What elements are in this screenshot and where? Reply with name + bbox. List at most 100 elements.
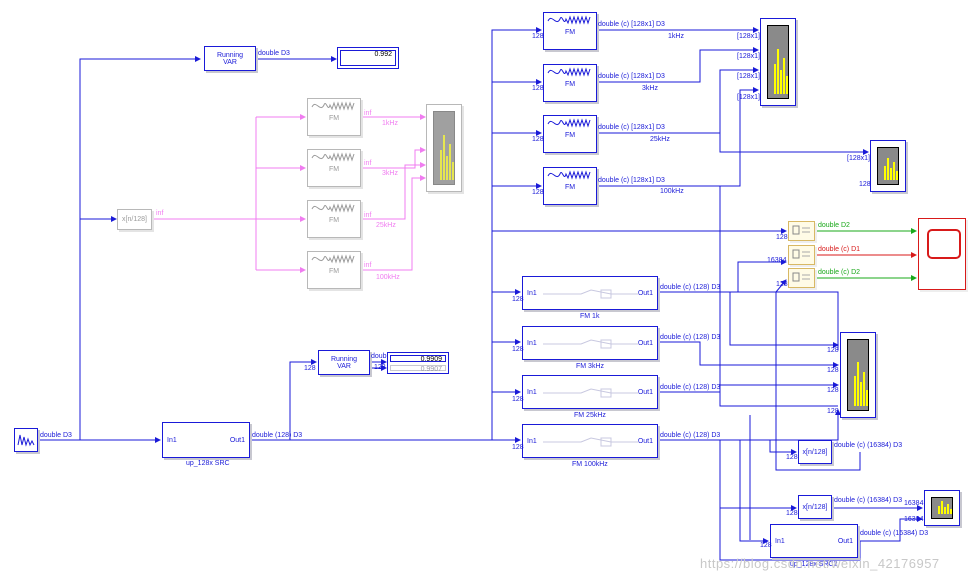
fm-block-grey-2[interactable]: FM <box>307 149 361 187</box>
convert-1-out-label: double D2 <box>818 222 850 229</box>
subsystem-preview-icon <box>543 339 639 349</box>
scope-1-in-2: [128x1] <box>737 53 760 60</box>
src-caption-main: up_128x SRC <box>186 460 230 467</box>
grey-inf-label-3: inf <box>364 212 372 219</box>
convert-block-1[interactable] <box>788 221 815 241</box>
fm-subsystem-25khz[interactable]: In1 Out1 <box>522 375 658 409</box>
table-icon <box>792 225 810 235</box>
fm-25k-caption: FM 25kHz <box>574 412 606 419</box>
fm-subsystem-1k[interactable]: In1 Out1 <box>522 276 658 310</box>
fm-subsystem-100khz[interactable]: In1 Out1 <box>522 424 658 458</box>
convert-2-out-label: double (c) D1 <box>818 246 861 253</box>
spectrum-scope-1[interactable] <box>760 18 796 106</box>
spectrum-scope-3[interactable] <box>840 332 876 418</box>
freq-label-2: 3kHz <box>642 85 658 92</box>
fm-3k-out-port: Out1 <box>637 340 653 347</box>
fm-label-4: FM <box>564 184 576 191</box>
convert-block-3[interactable] <box>788 268 815 288</box>
fm-label-1: FM <box>564 29 576 36</box>
fm-block-2[interactable]: FM <box>543 64 597 102</box>
fm-1k-out-port: Out1 <box>637 290 653 297</box>
chirp-icon <box>547 15 591 25</box>
chirp-icon <box>547 118 591 128</box>
convert-3-in-dim: 128 <box>776 281 788 288</box>
spectrum-scope-2[interactable] <box>870 140 906 192</box>
running-var-1-out-label: double D3 <box>258 50 290 57</box>
fm-sub-2-out-label: double (c) (128) D3 <box>660 334 721 341</box>
display-value-2: 0.9909 <box>390 355 446 363</box>
fm-sub-4-in-dim: 128 <box>512 444 524 451</box>
fm-block-4[interactable]: FM <box>543 167 597 205</box>
running-var-2-in-dim: 128 <box>304 365 316 372</box>
fm-block-grey-4[interactable]: FM <box>307 251 361 289</box>
freq-label-4: 100kHz <box>660 188 684 195</box>
running-var-block-1[interactable]: Running VAR <box>204 46 256 71</box>
delay-block-2[interactable]: x[n/128] <box>798 495 832 519</box>
running-var-label-1: Running <box>216 52 244 59</box>
delay-block-grey[interactable]: x[n/128] <box>117 209 152 230</box>
scope-4-in-2: 16384 <box>904 516 924 523</box>
signal-source-block[interactable] <box>14 428 38 452</box>
running-var-label-2: Running <box>330 356 358 363</box>
fm-1k-in-port: In1 <box>527 290 537 297</box>
src-out-label: double (128) D3 <box>252 432 303 439</box>
src-subsystem-main[interactable]: In1 Out1 <box>162 422 250 458</box>
scope-screen <box>847 339 869 411</box>
delay-block-1[interactable]: x[n/128] <box>798 440 832 464</box>
grey-freq-label-3: 25kHz <box>376 222 396 229</box>
fm-3-out-label: double (c) [128x1] D3 <box>598 124 665 131</box>
grey-freq-label-1: 1kHz <box>382 120 398 127</box>
src-out-port: Out1 <box>229 437 245 444</box>
fm-label-3: FM <box>564 132 576 139</box>
scope-3-in-4: 128 <box>827 408 839 415</box>
fm-2-out-label: double (c) [128x1] D3 <box>598 73 665 80</box>
fm-3k-in-port: In1 <box>527 340 537 347</box>
scope-3-in-3: 128 <box>827 387 839 394</box>
grey-freq-label-4: 100kHz <box>376 274 400 281</box>
subsystem-preview-icon <box>543 388 639 398</box>
fm-block-grey-1[interactable]: FM <box>307 98 361 136</box>
grey-inf-label-1: inf <box>364 110 372 117</box>
fm-3k-caption: FM 3kHz <box>576 363 604 370</box>
table-icon <box>792 272 810 282</box>
fm-block-3[interactable]: FM <box>543 115 597 153</box>
fm-label-grey-1: FM <box>328 115 340 122</box>
fm-1-out-label: double (c) [128x1] D3 <box>598 21 665 28</box>
time-scope[interactable] <box>918 218 966 290</box>
grey-inf-label-2: inf <box>364 160 372 167</box>
fm-25k-out-port: Out1 <box>637 389 653 396</box>
delay-label-grey: x[n/128] <box>122 216 147 223</box>
scope-3-in-2: 128 <box>827 367 839 374</box>
fm-block-1[interactable]: FM <box>543 12 597 50</box>
convert-block-2[interactable] <box>788 245 815 265</box>
running-var-block-2[interactable]: Running VAR <box>318 350 370 375</box>
chirp-icon <box>311 101 355 111</box>
display-block-2[interactable]: 0.9909 0.9907 <box>387 352 449 374</box>
display-block-1[interactable]: 0.992 <box>337 47 399 69</box>
scope-3-in-1: 128 <box>827 347 839 354</box>
watermark: https://blog.csdn.net/weixin_42176957 <box>700 556 940 571</box>
delay-2-in-dim: 128 <box>786 510 798 517</box>
fm-label-grey-3: FM <box>328 217 340 224</box>
scope-2-in-dim-b: 128 <box>859 181 871 188</box>
src-subsystem-2[interactable]: In1 Out1 <box>770 524 858 558</box>
fm-sub-2-in-dim: 128 <box>512 346 524 353</box>
fm-2-in-dim: 128 <box>532 85 544 92</box>
spectrum-scope-4[interactable] <box>924 490 960 526</box>
fm-100k-out-port: Out1 <box>637 438 653 445</box>
fm-subsystem-3khz[interactable]: In1 Out1 <box>522 326 658 360</box>
display-value-1: 0.992 <box>340 50 396 66</box>
chirp-icon <box>547 67 591 77</box>
fm-block-grey-3[interactable]: FM <box>307 200 361 238</box>
display-value-2b: 0.9907 <box>390 365 446 373</box>
fm-label-grey-2: FM <box>328 166 340 173</box>
delay-2-out-label: double (c) (16384) D3 <box>834 497 903 504</box>
spectrum-scope-grey[interactable] <box>426 104 462 192</box>
running-var-2-out-dim: 128 <box>374 364 386 371</box>
subsystem-preview-icon <box>543 437 639 447</box>
fm-3-in-dim: 128 <box>532 136 544 143</box>
scope-1-in-4: [128x1] <box>737 94 760 101</box>
grey-delay-out-label: inf <box>156 210 164 217</box>
src2-in-port: In1 <box>775 538 785 545</box>
